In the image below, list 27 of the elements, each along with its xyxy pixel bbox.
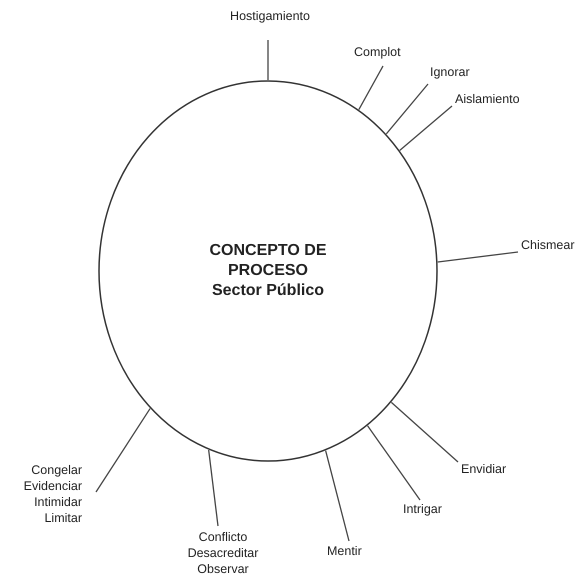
term-label: Mentir — [327, 543, 362, 559]
leader-line — [438, 251, 518, 263]
term-label: Conflicto — [198, 529, 248, 545]
leader-line — [399, 106, 452, 151]
center-subtitle: Sector Público — [212, 281, 324, 301]
leader-line — [358, 66, 384, 110]
term-label: Congelar — [31, 462, 82, 478]
term-label: Ignorar — [430, 64, 470, 80]
leader-line — [325, 450, 350, 542]
leader-line — [95, 408, 151, 492]
leader-line — [267, 40, 269, 80]
term-label: Limitar — [44, 510, 82, 526]
term-label: Intimidar — [34, 494, 82, 510]
leader-line — [386, 84, 428, 134]
term-label: Intrigar — [403, 501, 442, 517]
term-label: Complot — [354, 44, 401, 60]
leader-line — [390, 402, 458, 462]
term-label: Observar — [197, 561, 249, 577]
term-label: Envidiar — [461, 461, 506, 477]
term-label: Chismear — [521, 237, 574, 253]
term-label: Evidenciar — [24, 478, 82, 494]
term-label: Desacreditar — [188, 545, 258, 561]
term-label: Hostigamiento — [230, 8, 310, 24]
leader-line — [208, 450, 219, 526]
term-label: Aislamiento — [455, 91, 520, 107]
center-title: CONCEPTO DE PROCESO — [208, 241, 328, 281]
leader-line — [367, 425, 421, 500]
